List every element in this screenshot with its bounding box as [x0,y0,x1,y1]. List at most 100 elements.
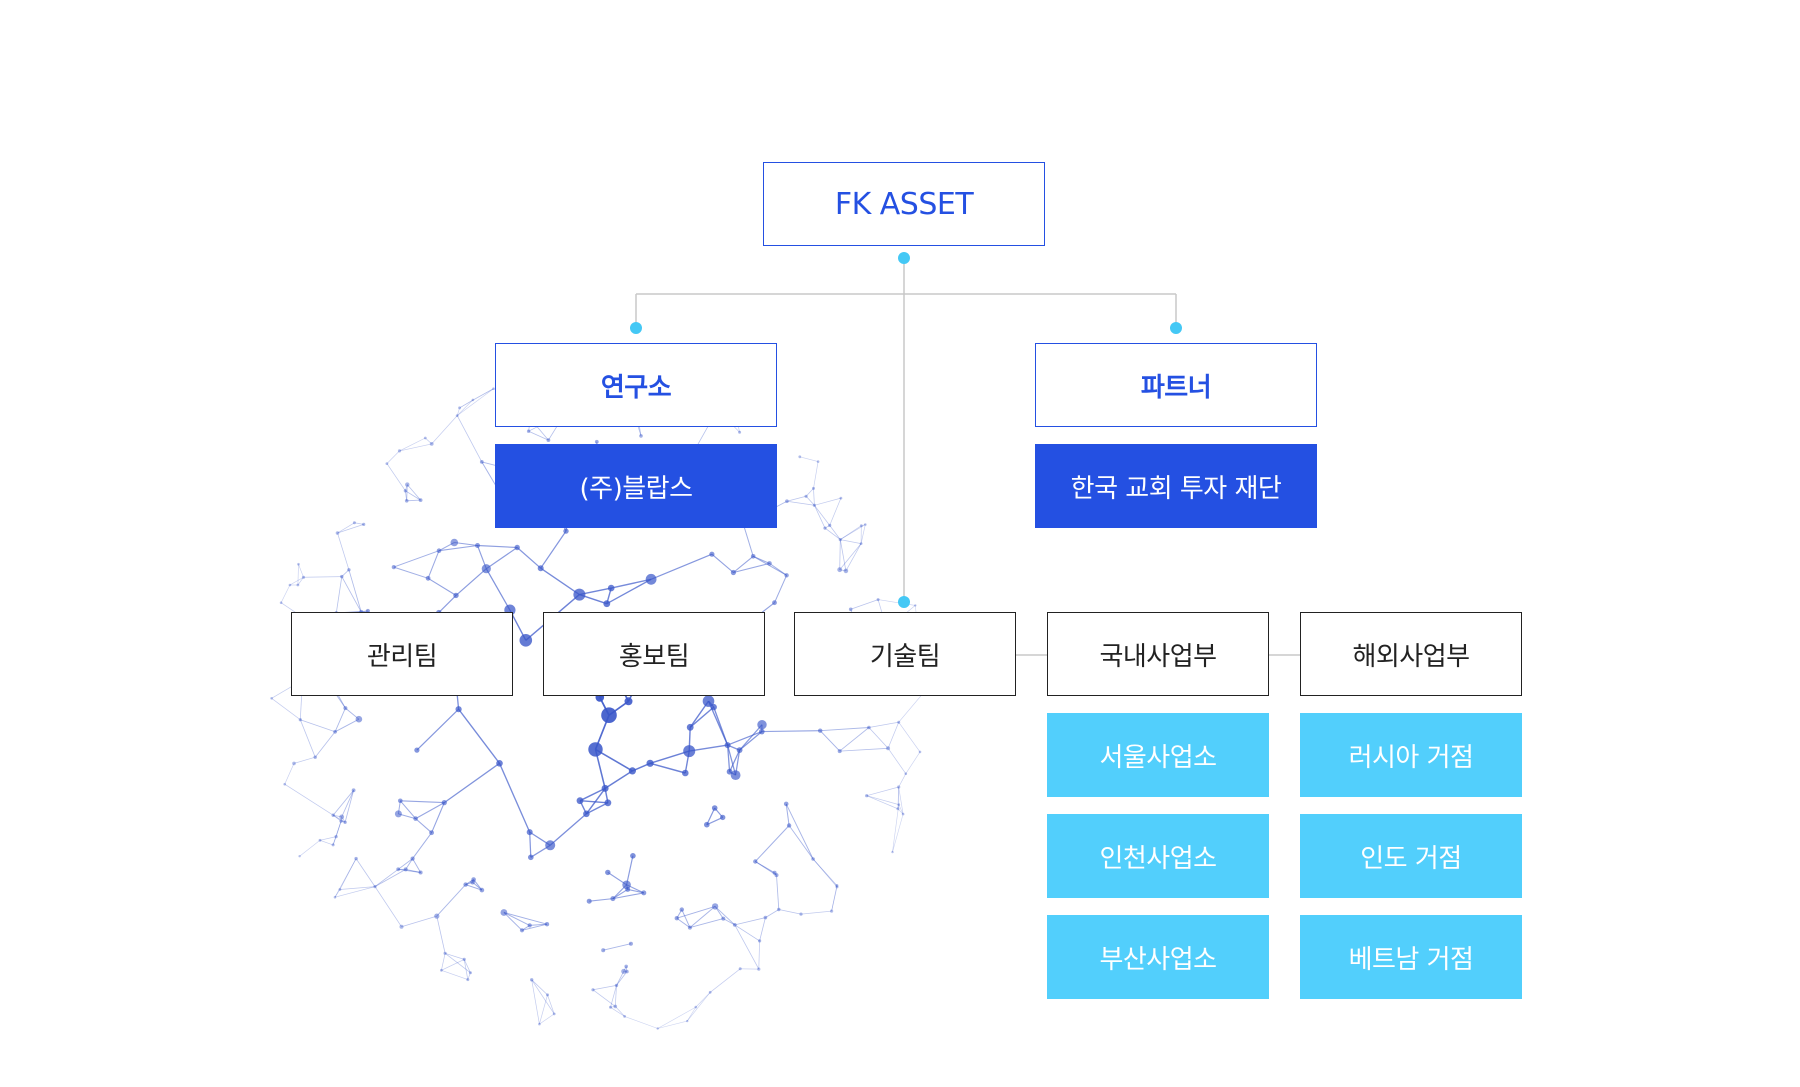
globe-link [503,912,548,925]
globe-link [887,748,907,774]
globe-node [594,439,599,444]
globe-link [299,840,321,857]
globe-node [757,720,767,730]
globe-link [454,541,478,547]
globe-node [865,794,869,798]
globe-node [527,923,532,928]
globe-node [843,568,849,574]
globe-node [544,922,550,927]
globe-node [466,978,470,982]
globe-node [838,538,842,542]
globe-node [385,462,389,465]
globe-node [519,634,533,647]
globe-node [767,561,772,566]
globe-link [386,450,400,464]
globe-node [333,895,337,899]
globe-link [726,744,737,776]
globe-link [887,722,900,749]
globe-link [610,1006,616,1008]
globe-node [624,964,628,969]
globe-link [284,763,295,785]
globe-node [812,486,815,490]
globe-link [334,707,346,732]
globe-link [839,543,862,570]
globe-link [332,820,342,846]
globe-node [610,896,616,902]
globe-node [656,1027,659,1030]
globe-node [298,855,301,858]
globe-link [754,825,790,862]
globe-node [891,850,894,854]
globe-node [283,782,287,786]
globe-link [463,959,471,973]
globe-node [901,812,905,816]
globe-node [623,1015,626,1018]
globe-link [614,985,617,1007]
globe-link [271,698,301,720]
globe-link [861,524,866,527]
globe-link [612,888,628,900]
globe-link [456,415,483,463]
globe-node [352,521,356,525]
globe-node [622,880,631,890]
globe-link [341,576,362,613]
globe-node [434,913,440,919]
globe-link [604,770,633,790]
globe-link [405,490,421,501]
globe-node [753,859,758,864]
globe-link [898,786,904,815]
globe-node [496,760,503,767]
globe-link [839,539,841,570]
globe-link [755,861,775,874]
globe-link [761,730,821,733]
globe-node [624,697,633,706]
globe-node [479,460,484,464]
globe-link [759,917,766,941]
globe-link [866,786,899,797]
globe-link [531,979,540,1025]
globe-link [624,1016,658,1029]
globe-node [708,990,712,994]
globe-link [374,868,399,887]
globe-link [436,916,446,954]
globe-node [455,706,462,713]
globe-node [835,885,839,889]
globe-link [280,584,291,603]
globe-link [839,747,889,752]
org-partner-entity-box: 한국 교회 투자 재단 [1035,444,1317,528]
globe-node [641,890,647,896]
globe-link [695,992,711,1008]
globe-node [721,916,726,921]
globe-link [752,555,770,564]
globe-link [627,888,644,894]
globe-node [897,803,901,806]
globe-link [337,524,364,534]
globe-link [800,910,832,915]
globe-link [839,727,870,752]
globe-link [686,992,711,1022]
globe-link [341,790,354,818]
globe-node [646,759,654,767]
globe-node [604,799,612,807]
globe-node [886,746,891,751]
globe-link [649,750,690,764]
globe-link [778,909,802,915]
globe-node [732,923,737,927]
globe-node [538,1022,541,1026]
globe-node [839,496,843,500]
globe-link [839,539,847,571]
globe-node [462,957,466,962]
globe-link [786,500,815,506]
globe-node [586,898,592,904]
globe-node [338,888,342,891]
globe-node [458,406,462,410]
globe-node [897,785,901,789]
globe-node [758,939,762,943]
globe-link [374,886,402,927]
globe-node [709,551,715,557]
globe-link [776,875,780,910]
globe-node [757,967,761,971]
globe-link [676,905,716,919]
globe-node [530,978,534,982]
globe-node [335,531,340,535]
